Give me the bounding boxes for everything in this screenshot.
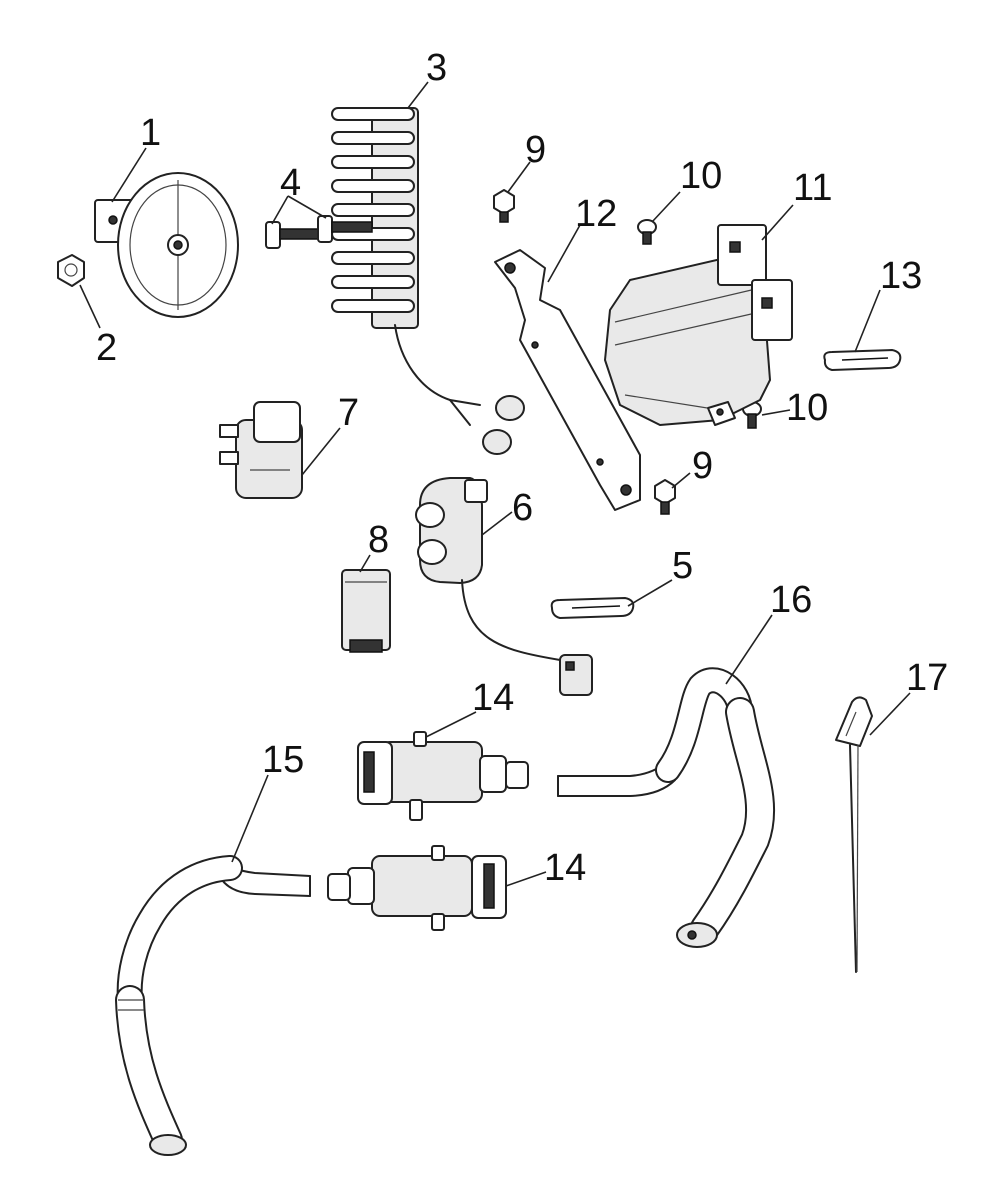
callout-9-lower: 9 [692, 445, 713, 487]
part-9-screw-upper [493, 189, 515, 223]
part-11-control-unit [604, 224, 793, 426]
callout-2: 2 [96, 327, 117, 369]
callout-9-upper: 9 [525, 129, 546, 171]
part-12-bracket [494, 249, 641, 511]
part-4-bolts [265, 215, 373, 249]
callout-13: 13 [880, 255, 922, 297]
callout-10-upper: 10 [680, 155, 722, 197]
callout-11: 11 [793, 167, 832, 209]
callout-12: 12 [575, 193, 617, 235]
part-16-spark-plug-lead [557, 667, 776, 948]
leader-lines [79, 81, 911, 887]
callout-7: 7 [338, 392, 359, 434]
part-2-nut [57, 254, 85, 287]
callout-4: 4 [280, 162, 301, 204]
part-8-fuse-box [341, 569, 391, 653]
part-5-strap [550, 597, 635, 619]
callout-16: 16 [770, 579, 812, 621]
regulator-fins [331, 107, 415, 313]
callout-6: 6 [512, 487, 533, 529]
part-15-spark-plug-lead [115, 855, 311, 1156]
callout-3: 3 [426, 47, 447, 89]
callout-15: 15 [262, 739, 304, 781]
callout-10-lower: 10 [786, 387, 828, 429]
part-13-strap [823, 349, 902, 371]
callout-1: 1 [140, 112, 161, 154]
part-14-ignition-coil-upper [357, 731, 529, 821]
callout-5: 5 [672, 545, 693, 587]
part-3-regulator [331, 107, 525, 455]
part-14-ignition-coil-lower [327, 845, 507, 931]
part-17-cable-tie [835, 696, 873, 973]
callout-labels: 1 2 3 4 5 6 7 8 9 9 10 10 11 12 13 14 14… [96, 47, 948, 889]
part-1-horn [94, 172, 239, 318]
callout-14-upper: 14 [472, 677, 514, 719]
part-10-screw-upper [637, 219, 657, 245]
callout-14-lower: 14 [544, 847, 586, 889]
part-6-starter-solenoid [415, 477, 593, 696]
callout-8: 8 [368, 519, 389, 561]
callout-17: 17 [906, 657, 948, 699]
part-9-screw-lower [654, 479, 676, 515]
part-7-relay [219, 401, 303, 499]
